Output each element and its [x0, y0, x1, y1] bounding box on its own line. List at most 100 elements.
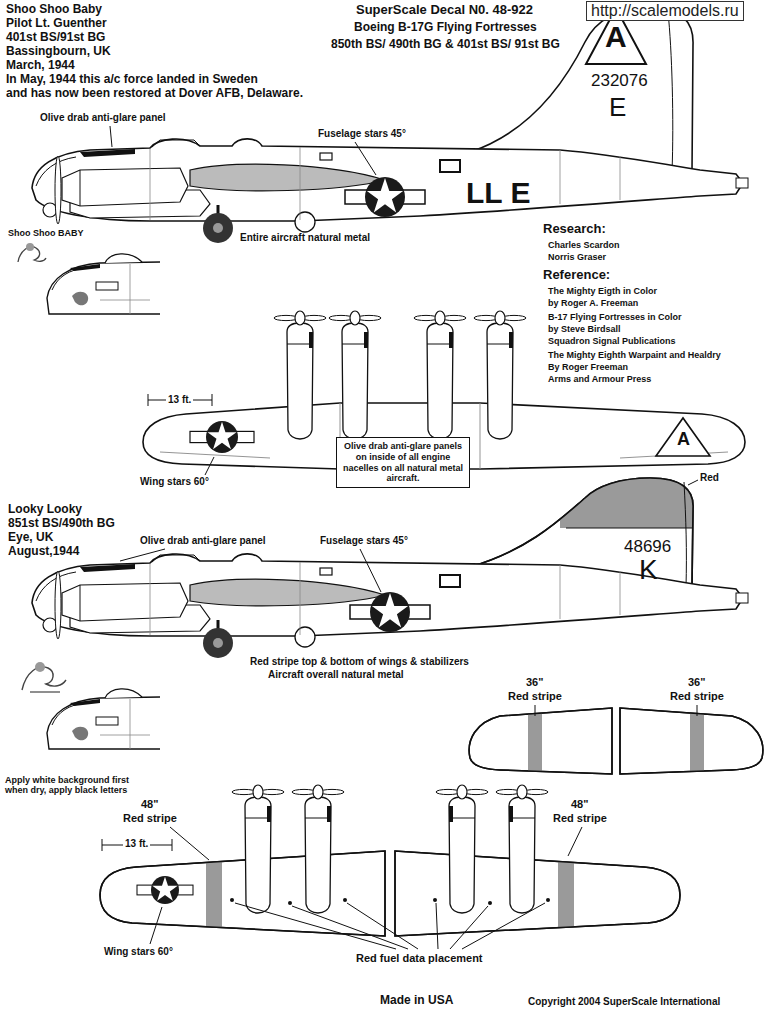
leader-lines: [360, 549, 381, 592]
sheet-footer: Copyright 2004 SuperScale International: [528, 996, 720, 1008]
leader-lines: [688, 480, 698, 485]
lower-wing-planforms: [100, 785, 680, 940]
callout-text: Red: [700, 472, 719, 484]
leader-lines: [355, 142, 376, 175]
lower-wing-planforms: [137, 876, 193, 904]
aircraft-name: Shoo Shoo Baby: [6, 3, 102, 17]
reference-line: Arms and Armour Press: [548, 374, 651, 384]
bottom-aircraft-profile: [32, 478, 748, 658]
note-text: Olive drab anti-glare panels on inside o…: [341, 441, 465, 484]
lower-wing-planforms: [100, 851, 385, 936]
lower-wing-planforms: [288, 901, 292, 905]
bottom-aircraft-profile: [566, 528, 693, 529]
lower-wing-planforms: [395, 851, 680, 936]
lower-wing-planforms: [137, 876, 193, 904]
reference-line: by Steve Birdsall: [548, 324, 621, 334]
top-wing-planform: [656, 418, 710, 456]
leader-lines: [205, 457, 214, 475]
reference-line: by Roger A. Freeman: [548, 298, 638, 308]
reference-line: B-17 Flying Fortresses in Color: [548, 312, 682, 322]
instruction-note: Apply white background first when dry, a…: [5, 775, 145, 796]
sheet-subtitle: Boeing B-17G Flying Fortresses: [354, 21, 537, 35]
callout-text: Olive drab anti-glare panel: [140, 535, 266, 547]
top-aircraft-profile: [668, 12, 673, 172]
leader-lines: [292, 906, 408, 949]
top-wing-planform: [190, 421, 254, 453]
reference-line: Charles Scardon: [548, 240, 620, 250]
top-wing-planform: [414, 311, 466, 439]
leader-lines: [235, 903, 396, 949]
dimension-label: 48": [571, 798, 588, 811]
top-aircraft-profile: [32, 8, 748, 243]
lower-wing-planforms: [558, 845, 574, 940]
serial-number: 48696: [624, 538, 671, 555]
tail-letter: E: [609, 94, 626, 120]
lower-wing-planforms: [395, 851, 680, 936]
bottom-aircraft-profile: [684, 482, 686, 587]
top-nose-inset: [26, 243, 34, 251]
lower-wing-planforms: [436, 785, 488, 913]
bottom-nose-inset: [30, 691, 60, 692]
history-note: In May, 1944 this a/c force landed in Sw…: [6, 73, 258, 87]
tail-letter: K: [639, 556, 658, 584]
aircraft-info: 851st BS/490th BG: [8, 517, 115, 531]
bottom-aircraft-profile: [560, 478, 693, 528]
stabilizer-planforms: [697, 705, 698, 716]
lower-wing-planforms: [292, 785, 344, 913]
bottom-nose-inset: [35, 662, 45, 672]
bottom-aircraft-profile: [32, 554, 748, 658]
lower-wing-planforms: [102, 839, 172, 851]
callout-text: Red stripe: [670, 690, 724, 703]
aircraft-info: 401st BS/91st BG: [6, 31, 105, 45]
top-wing-planform: [148, 394, 212, 406]
lower-wing-planforms: [230, 898, 234, 902]
callout-text: Red stripe: [123, 812, 177, 825]
aircraft-info: Pilot Lt. Guenther: [6, 17, 107, 31]
section-heading: Research:: [543, 222, 606, 237]
leader-lines: [568, 827, 582, 856]
top-wing-planform: [274, 311, 326, 439]
callout-text: Red stripe: [508, 690, 562, 703]
aircraft-info: March, 1944: [6, 59, 75, 73]
reference-line: The Mighty Eighth Warpaint and Healdry: [548, 350, 721, 360]
fuselage-code: LL E: [466, 178, 530, 208]
wing-letter: A: [677, 430, 690, 448]
stabilizer-planforms: [469, 708, 612, 774]
leader-lines: [462, 903, 545, 949]
callout-text: Fuselage stars 45°: [318, 128, 406, 140]
leader-lines: [110, 126, 698, 949]
lower-wing-planforms: [546, 898, 550, 902]
sheet-title: SuperScale Decal N0. 48-922: [356, 3, 533, 18]
serial-number: 232076: [591, 72, 648, 89]
bottom-nose-inset: [47, 689, 160, 749]
callout-text: Fuselage stars 45°: [320, 535, 408, 547]
reference-line: Squadron Signal Publications: [548, 336, 676, 346]
aircraft-info: Eye, UK: [8, 531, 53, 545]
leader-lines: [347, 903, 418, 949]
lower-wing-planforms: [232, 785, 284, 913]
leader-lines: [110, 126, 112, 147]
top-wing-planform: [329, 311, 381, 439]
dimension-label: 36": [688, 676, 705, 689]
lower-wing-planforms: [488, 901, 492, 905]
reference-line: Norris Graser: [548, 252, 606, 262]
top-nose-inset: [47, 254, 160, 314]
dimension-label: 36": [526, 676, 543, 689]
nose-art-text: Shoo Shoo BABY: [8, 228, 84, 238]
top-aircraft-profile: [345, 177, 425, 217]
callout-text: Entire aircraft natural metal: [240, 232, 370, 244]
sheet-footer: Made in USA: [380, 994, 453, 1008]
aircraft-info: Bassingbourn, UK: [6, 45, 111, 59]
top-wing-planform: [190, 421, 254, 453]
top-nose-inset: [18, 243, 160, 314]
stabilizer-planforms: [620, 708, 763, 774]
callout-text: Red fuel data placement: [356, 952, 483, 965]
lower-wing-planforms: [433, 898, 437, 902]
leader-lines: [436, 903, 438, 949]
callout-text: Aircraft overall natural metal: [268, 669, 404, 681]
history-note: and has now been restored at Dover AFB, …: [6, 87, 303, 101]
leader-lines: [450, 906, 488, 949]
dimension-label: 13 ft.: [123, 838, 150, 850]
callout-text: Olive drab anti-glare panel: [40, 112, 166, 124]
